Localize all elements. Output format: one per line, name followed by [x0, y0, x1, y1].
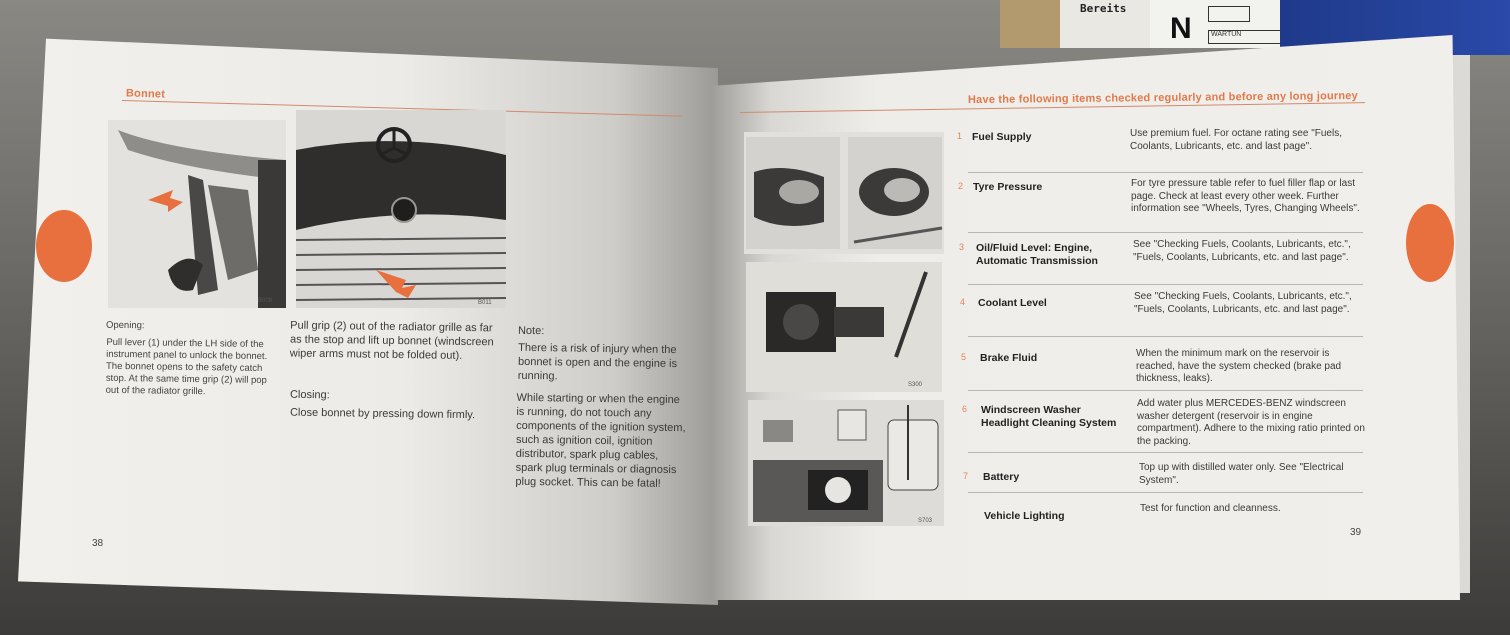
- item-8-title: Vehicle Lighting: [984, 510, 1065, 522]
- item-7-rule: [968, 492, 1363, 493]
- fuel-filler-illustration: [744, 132, 944, 254]
- background-card-label: WARTUN: [1208, 30, 1282, 44]
- item-7-number: 7: [963, 471, 969, 481]
- left-tab-marker: [36, 210, 92, 282]
- item-5-rule: [968, 390, 1363, 391]
- right-page-number: 39: [1350, 527, 1362, 538]
- engine-bay-illustration: S703: [748, 400, 944, 526]
- item-4-rule: [968, 336, 1363, 337]
- item-5-title: Brake Fluid: [980, 352, 1038, 364]
- item-3-title: Oil/Fluid Level: Engine, Automatic Trans…: [976, 242, 1098, 267]
- item-3-rule: [968, 284, 1363, 285]
- background-box: [1000, 0, 1065, 48]
- opening-text: Pull lever (1) under the LH side of the …: [105, 336, 268, 398]
- grille-illustration: B011: [296, 110, 506, 308]
- item-5-desc: When the minimum mark on the reservoir i…: [1136, 348, 1342, 384]
- background-card-box: [1208, 6, 1250, 22]
- item-8-desc: Test for function and cleanness.: [1140, 503, 1281, 514]
- closing-heading: Closing:: [289, 388, 330, 402]
- figure-code-left-1: B009: [258, 298, 273, 304]
- item-3-desc: See "Checking Fuels, Coolants, Lubricant…: [1133, 239, 1351, 263]
- item-1-rule: [968, 172, 1363, 173]
- background-card-letter: N: [1170, 12, 1192, 45]
- figure-engine-bay: S703: [748, 400, 944, 526]
- background-paper-label: Bereits: [1080, 2, 1127, 15]
- item-2-title: Tyre Pressure: [973, 181, 1043, 193]
- pull-grip-text: Pull grip (2) out of the radiator grille…: [289, 319, 494, 362]
- item-6-number: 6: [962, 404, 968, 414]
- item-1-title: Fuel Supply: [972, 131, 1032, 143]
- item-6-title: Windscreen Washer Headlight Cleaning Sys…: [981, 404, 1117, 429]
- lever-illustration: B009: [108, 120, 286, 308]
- left-section-title: Bonnet: [125, 87, 166, 101]
- left-page: [18, 38, 718, 605]
- note-heading: Note:: [517, 324, 545, 338]
- figure-code-right-1: S703: [918, 518, 933, 524]
- item-7-desc: Top up with distilled water only. See "E…: [1139, 462, 1344, 486]
- engine-illustration: S300: [746, 262, 942, 392]
- note-text-2: While starting or when the engine is run…: [515, 391, 686, 490]
- background-paper: Bereits: [1060, 0, 1152, 48]
- item-4-title: Coolant Level: [978, 297, 1047, 309]
- left-page-number: 38: [92, 538, 104, 549]
- note-text-1: There is a risk of injury when the bonne…: [517, 341, 678, 383]
- item-6-desc: Add water plus MERCEDES-BENZ windscreen …: [1137, 398, 1365, 447]
- item-6-rule: [968, 452, 1363, 453]
- item-2-desc: For tyre pressure table refer to fuel fi…: [1131, 178, 1360, 214]
- figure-engine-dipstick: S300: [746, 262, 942, 392]
- figure-bonnet-lever: B009: [108, 120, 286, 308]
- item-3-number: 3: [959, 242, 965, 252]
- item-2-number: 2: [958, 181, 964, 191]
- item-1-desc: Use premium fuel. For octane rating see …: [1130, 128, 1342, 152]
- item-4-number: 4: [960, 297, 966, 307]
- figure-code-left-2: B011: [478, 300, 492, 306]
- figure-code-right-2: S300: [908, 382, 923, 388]
- item-1-number: 1: [957, 131, 963, 141]
- item-2-rule: [968, 232, 1363, 233]
- background-card: N WARTUN: [1150, 0, 1282, 48]
- item-5-number: 5: [961, 352, 967, 362]
- opening-heading: Opening:: [105, 319, 145, 332]
- figure-radiator-grille: B011: [296, 110, 506, 308]
- closing-text: Close bonnet by pressing down firmly.: [289, 406, 476, 422]
- right-tab-marker: [1406, 204, 1454, 282]
- item-7-title: Battery: [983, 471, 1020, 483]
- item-4-desc: See "Checking Fuels, Coolants, Lubricant…: [1134, 291, 1352, 315]
- figure-fuel-filler: [744, 132, 944, 254]
